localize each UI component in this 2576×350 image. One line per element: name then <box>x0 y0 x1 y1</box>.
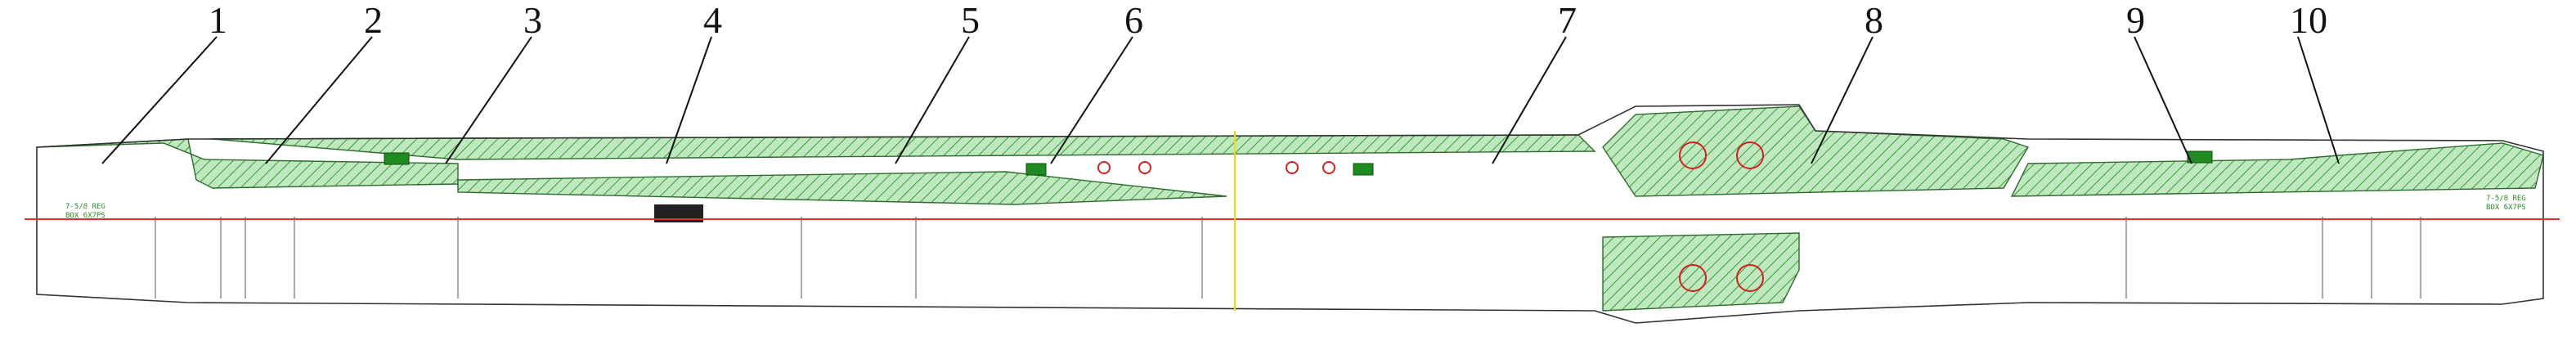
callouts: 1 2 3 4 5 6 7 8 9 10 <box>101 0 2340 164</box>
callout-leader <box>1811 36 1874 164</box>
callout-leader <box>1492 36 1567 164</box>
seal-ring <box>384 152 410 165</box>
callout-label: 9 <box>2126 0 2145 41</box>
bearing <box>1679 264 1707 292</box>
callout-label: 1 <box>209 0 227 41</box>
callout-leader <box>265 36 373 164</box>
right-box-end <box>2010 142 2544 197</box>
callout-label: 4 <box>703 0 722 41</box>
seal-ring <box>1025 163 1047 176</box>
bearing <box>1736 264 1764 292</box>
spring-block <box>654 204 703 222</box>
callout-label: 7 <box>1558 0 1577 41</box>
outer-contour <box>36 104 2544 324</box>
callout-leader <box>1050 36 1133 164</box>
callout-label: 5 <box>961 0 980 41</box>
mandrel <box>457 171 1227 205</box>
callout-label: 8 <box>1865 0 1883 41</box>
thread-tag-left-1: 7-5/8 REG <box>65 203 105 211</box>
callout-leader <box>2297 36 2340 164</box>
callout-leader <box>2134 36 2192 164</box>
lower-profile-lines <box>155 217 2421 298</box>
upper-section-view <box>36 104 2544 324</box>
thread-tag-right-2: BOX 6X7PS <box>2486 204 2526 212</box>
callout-leader <box>101 36 218 164</box>
bearings <box>1097 141 1764 292</box>
seal-ring <box>1353 163 1374 176</box>
oring <box>1286 161 1299 174</box>
seals <box>384 150 2213 222</box>
thread-tag-right-1: 7-5/8 REG <box>2486 195 2526 203</box>
callout-label: 2 <box>364 0 383 41</box>
oring <box>1322 161 1335 174</box>
callout-leader <box>895 36 970 164</box>
oring <box>1138 161 1151 174</box>
callout-label: 3 <box>523 0 542 41</box>
thread-tag-left-2: BOX 6X7PS <box>65 212 105 220</box>
oring <box>1097 161 1111 174</box>
bearing <box>1679 141 1707 169</box>
lower-bearing-housing <box>1602 232 1800 312</box>
seal-ring <box>2187 150 2213 164</box>
callout-leader <box>666 36 712 164</box>
callout-label: 10 <box>2290 0 2327 41</box>
callout-leader <box>445 36 532 164</box>
bearing-housing <box>1602 105 2030 197</box>
bearing <box>1736 141 1764 169</box>
callout-label: 6 <box>1124 0 1143 41</box>
